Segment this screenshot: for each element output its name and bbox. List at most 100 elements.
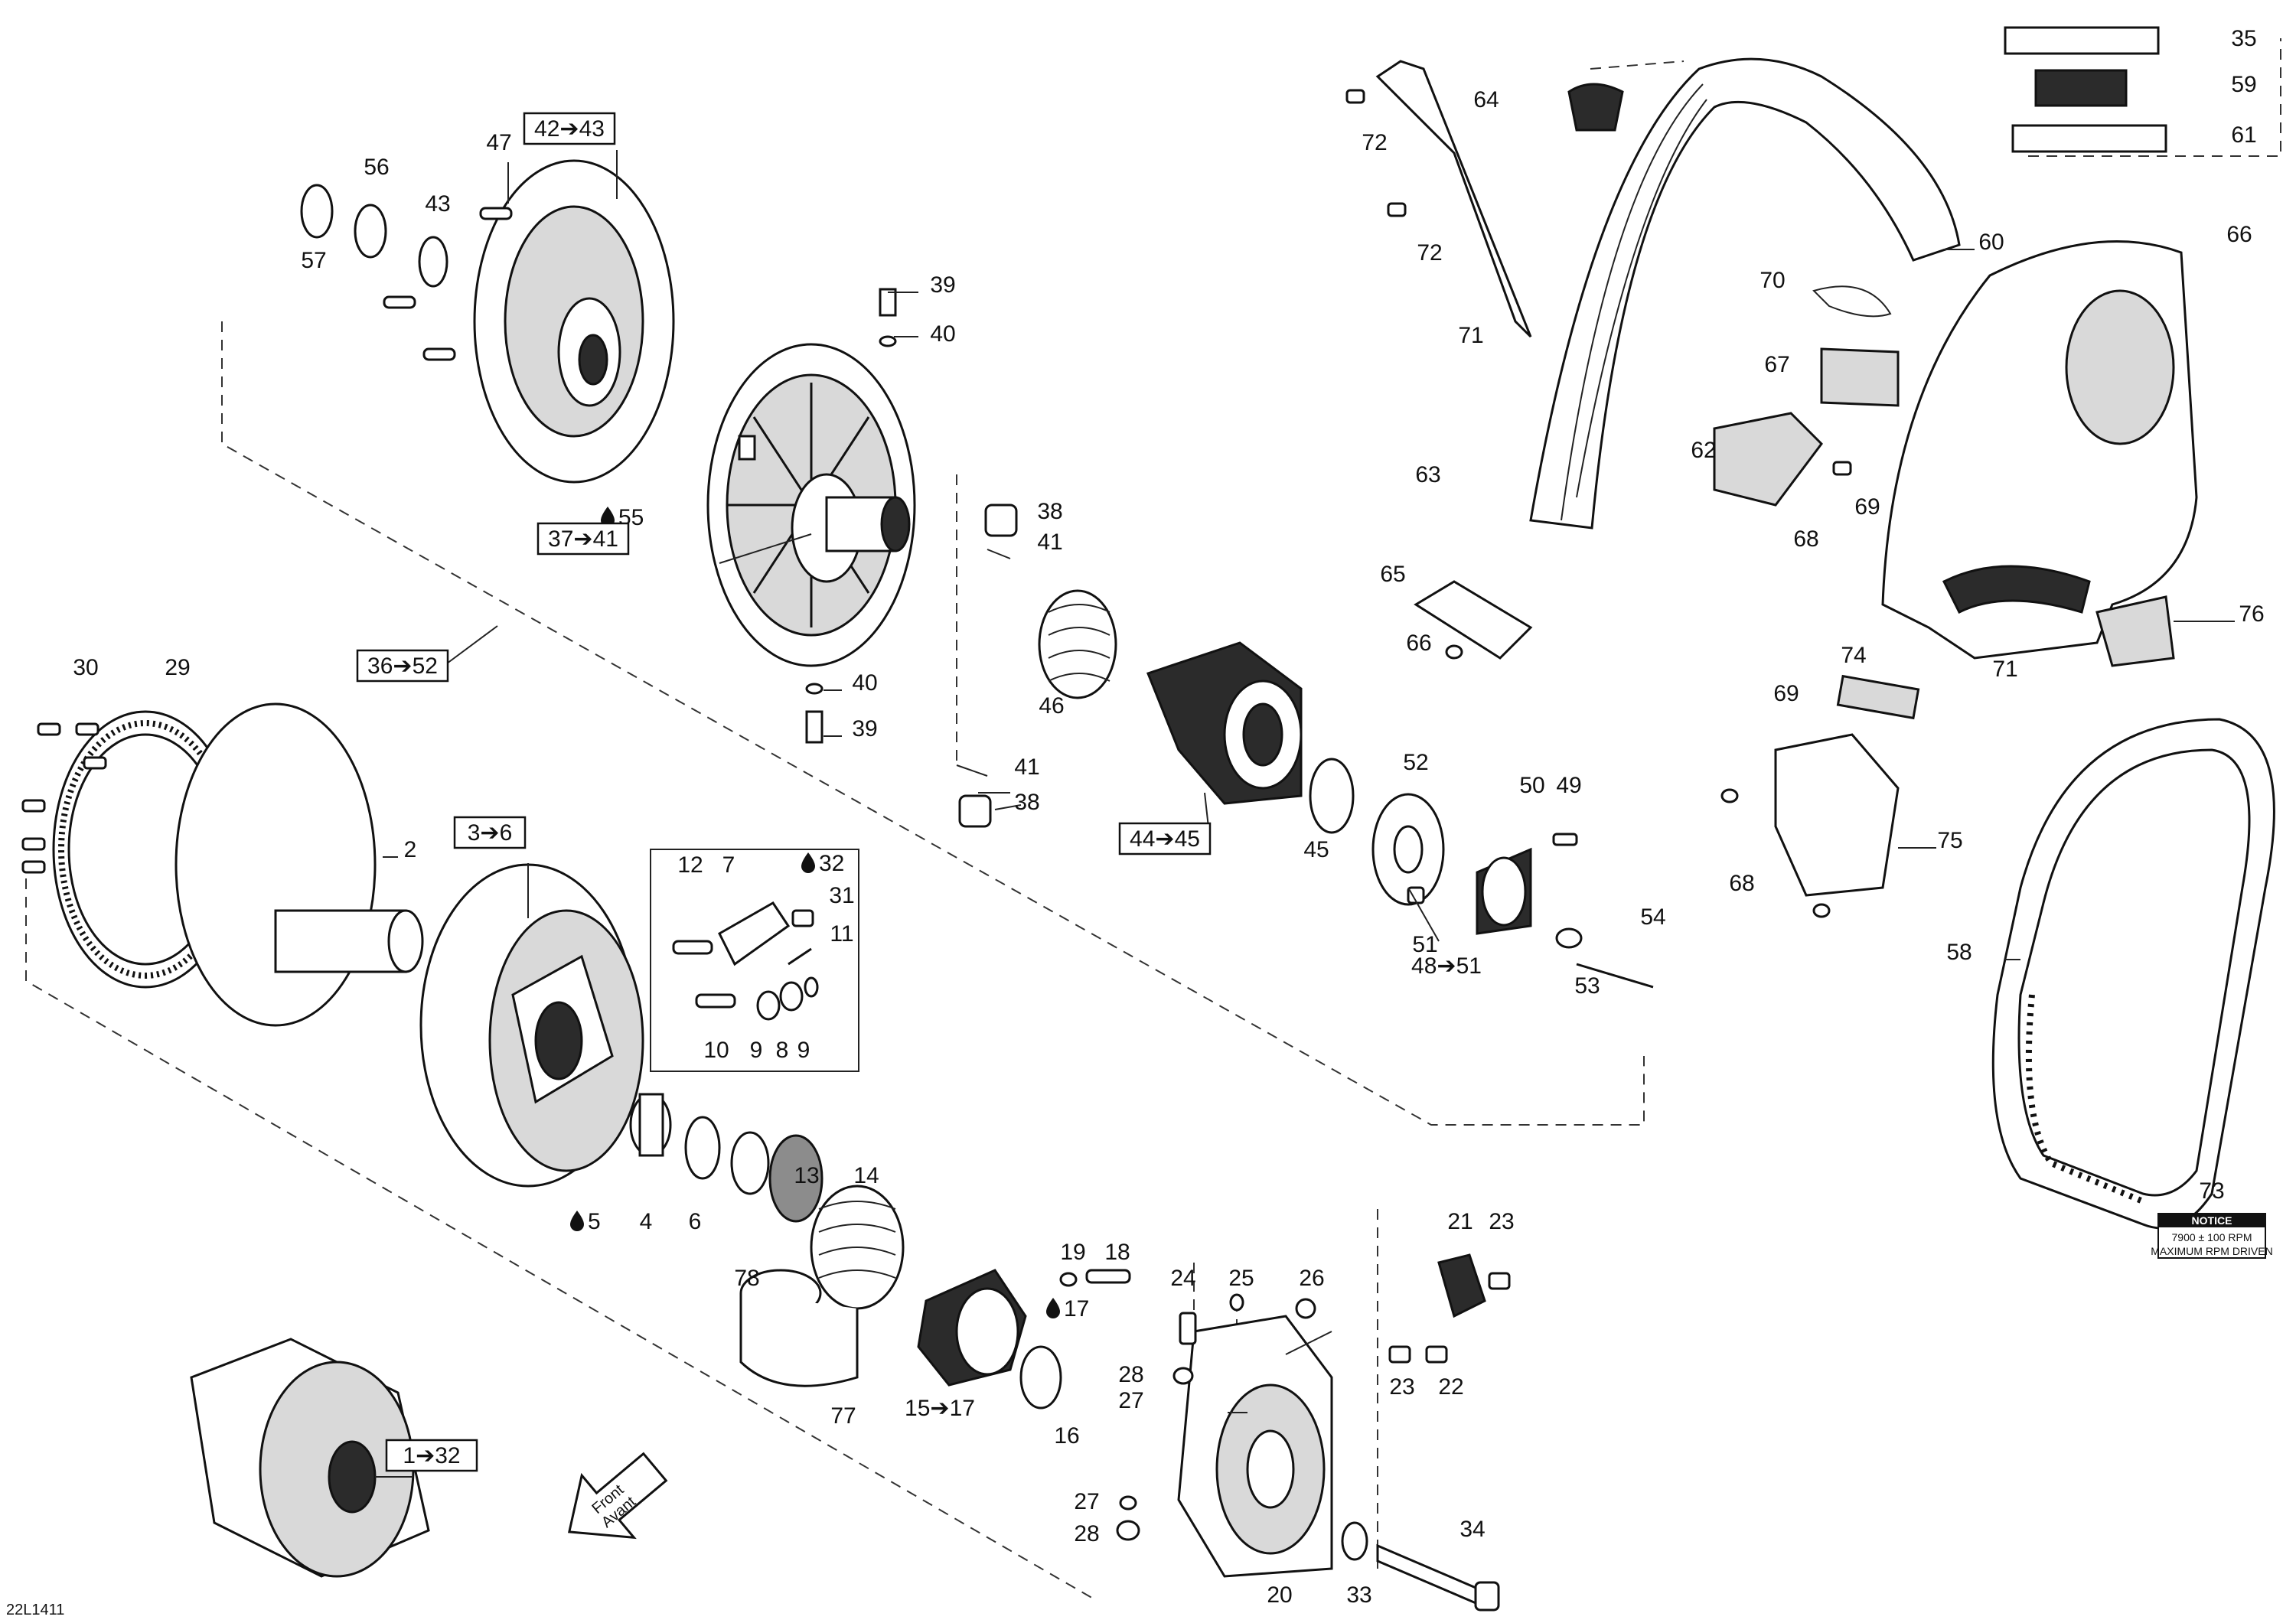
range-from: 1	[403, 1443, 416, 1468]
cam-44-45	[1146, 641, 1303, 805]
range-callout-text: 36➔52	[367, 653, 438, 679]
range-callout-box	[453, 816, 527, 849]
callout-43: 43	[425, 191, 450, 217]
oil-drop-icon	[1046, 1298, 1060, 1318]
callout-62: 62	[1691, 438, 1716, 463]
range-to: 51	[1456, 953, 1482, 979]
callout-7: 7	[722, 852, 735, 878]
fixed-sheave-2	[174, 702, 424, 1027]
arrow-icon: ➔	[480, 820, 499, 846]
callout-4: 4	[640, 1209, 653, 1234]
range-to: 6	[500, 820, 513, 846]
sheave-42-43	[473, 159, 675, 484]
callout-47: 47	[486, 130, 511, 155]
callout-40: 40	[930, 321, 955, 347]
callout-72: 72	[1417, 240, 1442, 266]
range-callout-box	[536, 522, 630, 556]
callout-13: 13	[794, 1163, 819, 1188]
callout-21: 21	[1447, 1209, 1473, 1234]
spider-15-17	[917, 1269, 1062, 1410]
callout-61: 61	[2231, 122, 2256, 148]
small-rings-56-57-43	[300, 184, 513, 361]
callout-14: 14	[853, 1163, 879, 1188]
callout-56: 56	[364, 155, 389, 180]
range-callout-15-17: 15➔17	[905, 1396, 975, 1421]
callout-19: 19	[1060, 1240, 1085, 1265]
bolt-33-34	[1341, 1521, 1500, 1612]
decal-73-notice: NOTICE	[2192, 1214, 2232, 1227]
range-callout-text: 37➔41	[548, 526, 618, 552]
callout-46: 46	[1039, 693, 1064, 719]
range-from: 15	[905, 1396, 930, 1421]
callout-39: 39	[930, 272, 955, 298]
cover-20	[1177, 1315, 1333, 1578]
callout-74: 74	[1841, 643, 1866, 668]
callout-27: 27	[1074, 1489, 1099, 1514]
callout-11: 11	[830, 921, 853, 947]
range-to: 43	[579, 116, 605, 142]
bracket-62-68-69	[1713, 412, 1852, 507]
callout-8: 8	[776, 1038, 789, 1063]
callout-66: 66	[2226, 222, 2252, 247]
oil-drop-icon	[801, 852, 815, 873]
range-to: 32	[435, 1443, 460, 1468]
callout-57: 57	[301, 248, 326, 273]
decal-panel-35-59-61	[2004, 26, 2167, 153]
callout-69: 69	[1773, 681, 1799, 706]
movable-sheave-3-6	[419, 863, 644, 1188]
oil-callout-32: 32	[801, 851, 844, 876]
callout-73: 73	[2199, 1178, 2224, 1204]
callout-30: 30	[73, 655, 98, 680]
callout-71: 71	[1992, 657, 2017, 682]
arrow-icon: ➔	[1437, 953, 1456, 979]
belt-guard-60	[1529, 57, 1961, 530]
bolts-30	[21, 722, 107, 874]
side-cover-76	[1881, 240, 2198, 667]
range-to: 45	[1175, 826, 1200, 852]
callout-29: 29	[165, 655, 190, 680]
plate-74	[1836, 674, 1920, 720]
decal-73-rpm: 7900 ± 100 RPM	[2172, 1231, 2252, 1243]
callout-2: 2	[404, 837, 417, 862]
callout-59: 59	[2231, 72, 2256, 97]
range-callout-text: 44➔45	[1130, 826, 1200, 852]
callout-69: 69	[1854, 494, 1880, 520]
callout-23: 23	[1389, 1374, 1414, 1400]
callout-41: 41	[1014, 754, 1039, 780]
callout-16: 16	[1054, 1423, 1079, 1449]
callout-27: 27	[1118, 1388, 1143, 1413]
range-callout-36-52: 36➔52	[356, 649, 449, 683]
range-from: 36	[367, 653, 393, 679]
callout-67: 67	[1764, 352, 1789, 377]
range-callout-text: 1➔32	[403, 1443, 460, 1468]
callout-54: 54	[1640, 904, 1665, 930]
spring-46	[1038, 589, 1117, 699]
callout-77: 77	[830, 1403, 856, 1429]
callout-41: 41	[1037, 530, 1062, 555]
range-callout-box	[1118, 822, 1212, 855]
drive-pulley-assembly-1-32	[190, 1338, 430, 1578]
range-from: 44	[1130, 826, 1155, 852]
range-callout-42-43: 42➔43	[523, 112, 616, 145]
range-callout-1-32: 1➔32	[385, 1439, 478, 1472]
callout-40: 40	[852, 670, 877, 696]
sleeve-77-78	[739, 1269, 859, 1387]
oil-callout-number: 5	[588, 1209, 601, 1234]
bolt-18-19	[1059, 1269, 1131, 1287]
arrow-icon: ➔	[416, 1443, 435, 1468]
decal-73-sub: MAXIMUM RPM DRIVEN	[2151, 1245, 2272, 1257]
range-callout-box	[523, 112, 616, 145]
callout-45: 45	[1303, 837, 1329, 862]
callout-68: 68	[1793, 526, 1818, 552]
callout-31: 31	[829, 883, 854, 908]
drive-belt-58	[1991, 718, 2275, 1230]
range-callout-text: 42➔43	[534, 116, 605, 142]
decal-73: NOTICE 7900 ± 100 RPM MAXIMUM RPM DRIVEN	[2151, 1213, 2273, 1259]
bracket-48-51	[1407, 833, 1654, 989]
callout-24: 24	[1170, 1266, 1195, 1291]
oil-drop-icon	[570, 1211, 584, 1231]
range-callout-text: 48➔51	[1411, 953, 1482, 979]
callout-38: 38	[1014, 790, 1039, 815]
callout-25: 25	[1228, 1266, 1254, 1291]
